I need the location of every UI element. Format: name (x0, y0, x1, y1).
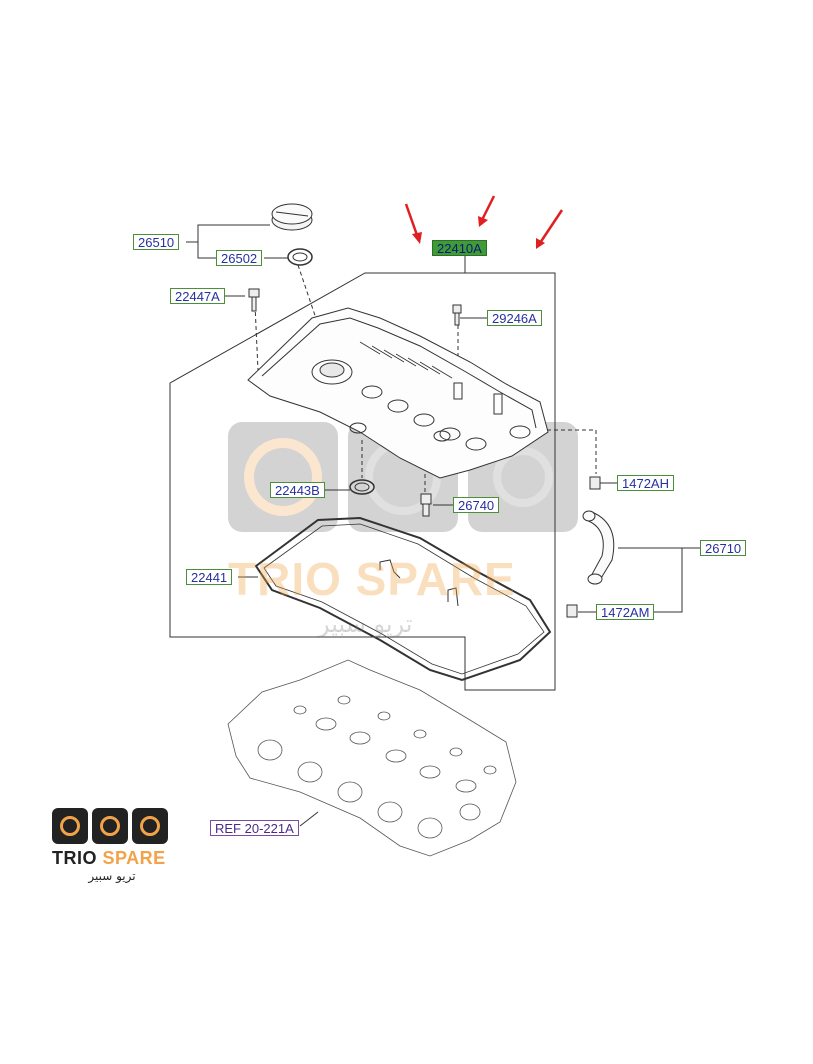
cylinder-head (227, 659, 517, 857)
label-22443b[interactable]: 22443B (270, 482, 325, 498)
pcv-valve (452, 304, 462, 326)
engine-icon (132, 808, 168, 844)
highlight-arrows (404, 195, 564, 249)
label-26510[interactable]: 26510 (133, 234, 180, 250)
gauge-icon (92, 808, 128, 844)
cover-bolt (248, 288, 260, 312)
label-22441[interactable]: 22441 (186, 569, 233, 585)
watermark-text: TRIO SPARE (228, 553, 516, 605)
label-29246a[interactable]: 29246A (487, 310, 542, 326)
label-1472ah[interactable]: 1472AH (617, 475, 674, 491)
cover-gasket (254, 516, 552, 682)
oil-filler-cap (271, 203, 313, 231)
label-22447a[interactable]: 22447A (170, 288, 225, 304)
brand-icon-row (52, 808, 180, 844)
brand-logo: TRIO SPARE تريو سبير (52, 808, 180, 888)
hose-clamp-upper (589, 476, 601, 490)
label-26740[interactable]: 26740 (453, 497, 500, 513)
leader-lines (186, 224, 700, 827)
label-22410a[interactable]: 22410A (432, 240, 487, 256)
callout-frame (169, 272, 556, 691)
brand-subtitle: تريو سبير (88, 869, 136, 883)
label-26502[interactable]: 26502 (216, 250, 263, 266)
brand-name: TRIO SPARE (52, 848, 166, 868)
breather-hose (582, 510, 615, 585)
sensor (420, 493, 432, 517)
label-1472am[interactable]: 1472AM (596, 604, 655, 620)
label-26710[interactable]: 26710 (700, 540, 747, 556)
watermark-subtext: تريو سبير (318, 610, 413, 638)
hose-clamp-lower (566, 604, 578, 618)
valve-cover (247, 307, 549, 479)
tube-seal (349, 479, 375, 495)
cap-seal-ring (287, 248, 313, 266)
speaker-icon (52, 808, 88, 844)
label-ref-20-221a[interactable]: REF 20-221A (210, 820, 299, 836)
